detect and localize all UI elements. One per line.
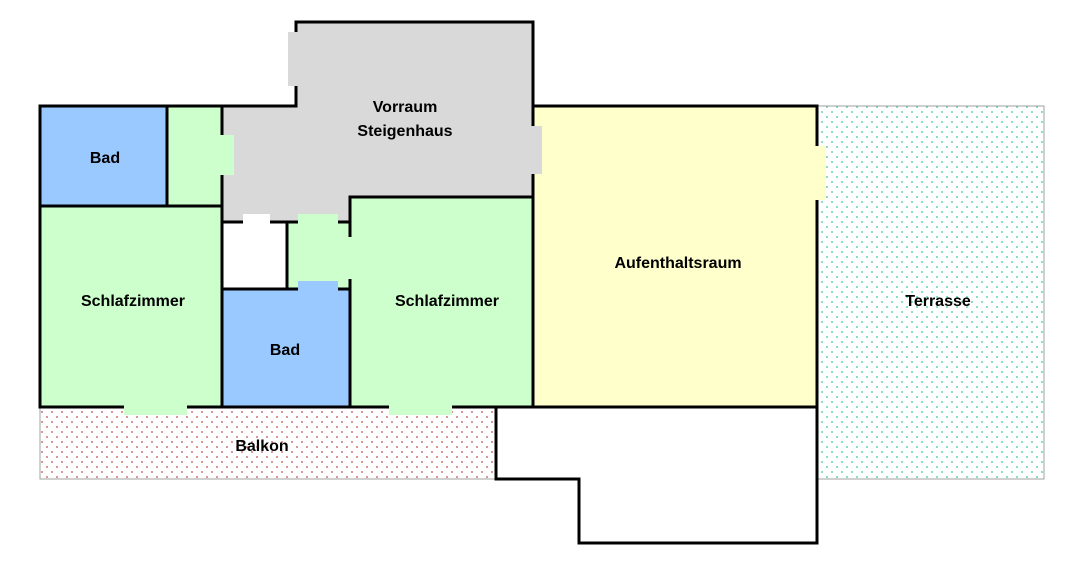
terrasse-area [816, 105, 1045, 480]
vorraum-label-line2: Steigenhaus [357, 123, 452, 140]
door-bad-1 [176, 135, 234, 175]
door-balkon-1 [124, 399, 187, 415]
schlafzimmer-2-label: Schlafzimmer [395, 293, 499, 310]
vorraum-room [222, 22, 533, 222]
aufenthaltsraum-room [533, 106, 817, 407]
bad-2-label: Bad [270, 342, 300, 359]
bad-2-room [222, 289, 350, 407]
vorraum-label-line1: Vorraum [373, 99, 438, 116]
walls [38, 20, 819, 545]
door-bad-2 [298, 281, 338, 297]
bad-1-room [40, 106, 167, 206]
door-terrasse [809, 146, 826, 200]
door-aufenthaltsraum [525, 126, 542, 174]
door-corridor-center-top [298, 214, 338, 230]
door-balkon-2 [389, 399, 452, 415]
schlafzimmer-1-room [40, 206, 222, 407]
schlafzimmer-2-room [350, 197, 533, 407]
door-schlafzimmer-2 [341, 237, 359, 279]
schlafzimmer-1-label: Schlafzimmer [81, 293, 185, 310]
balkon-label: Balkon [235, 438, 288, 455]
storage-room [222, 222, 287, 289]
bad-1-label: Bad [90, 150, 120, 167]
door-wc [243, 214, 270, 230]
corridor-center-room [287, 222, 350, 289]
door-hall-top [288, 32, 304, 86]
aufenthaltsraum-label: Aufenthaltsraum [614, 255, 741, 272]
balkon-area [39, 406, 497, 480]
door-openings [124, 32, 826, 415]
terrasse-label: Terrasse [905, 293, 971, 310]
